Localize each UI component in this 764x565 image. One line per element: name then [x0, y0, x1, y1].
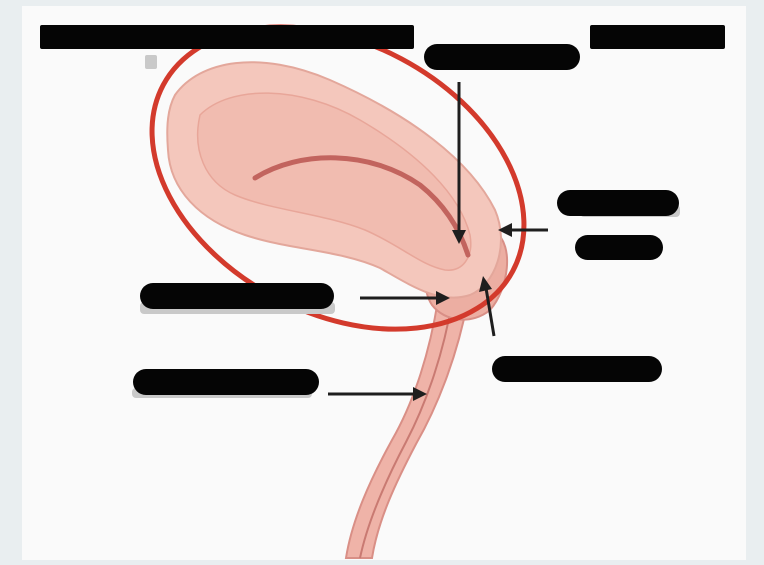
right-fornix-label-redaction [492, 356, 662, 382]
residue-left-mark [145, 55, 157, 69]
left-fornix-label-redaction [140, 283, 334, 309]
title-right-redaction [590, 25, 725, 49]
fundus-label-redaction [424, 44, 580, 70]
vagina-label-redaction [133, 369, 319, 395]
right-label-1-redaction [557, 190, 679, 216]
right-label-2-redaction [575, 235, 663, 260]
title-left-redaction [40, 25, 414, 49]
